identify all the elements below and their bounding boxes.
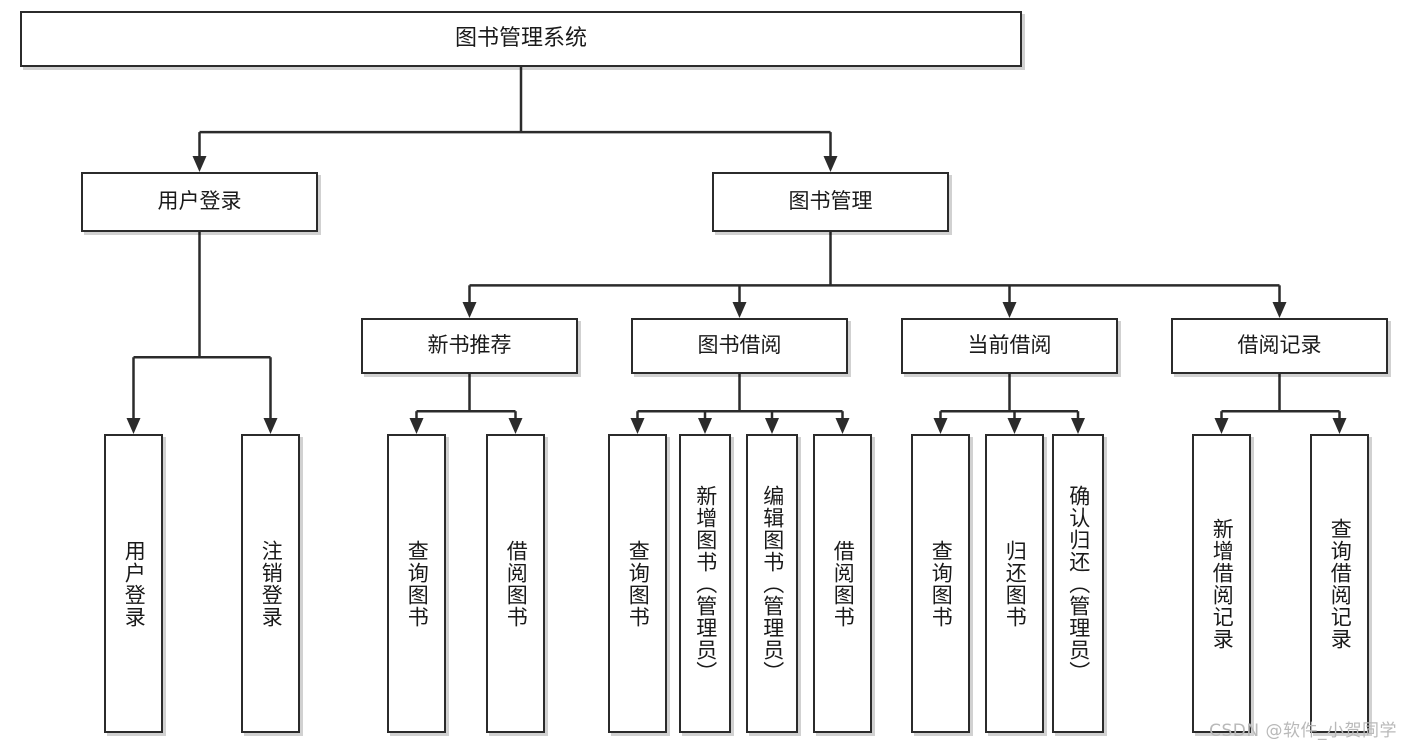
node-l3[interactable]: 查询图书: [387, 434, 446, 733]
arrow-head-icon: [1007, 418, 1022, 434]
node-label: 查询借阅记录: [1328, 517, 1353, 650]
node-label: 用户登录: [157, 189, 242, 214]
node-label: 归还图书: [1003, 539, 1028, 628]
arrow-head-icon: [835, 418, 850, 434]
arrow-head-icon: [263, 418, 278, 434]
arrow-head-icon: [508, 418, 523, 434]
node-l9[interactable]: 查询图书: [911, 434, 970, 733]
node-label: 图书管理: [788, 189, 873, 214]
arrow-head-icon: [409, 418, 424, 434]
node-l11[interactable]: 确认归还（管理员）: [1052, 434, 1104, 733]
node-label: 当前借阅: [967, 333, 1052, 358]
node-l13[interactable]: 查询借阅记录: [1310, 434, 1369, 733]
node-l12[interactable]: 新增借阅记录: [1192, 434, 1251, 733]
arrow-head-icon: [1214, 418, 1229, 434]
node-l5[interactable]: 查询图书: [608, 434, 667, 733]
node-label: 借阅图书: [504, 539, 529, 628]
node-l8[interactable]: 借阅图书: [813, 434, 872, 733]
node-label: 新增借阅记录: [1210, 517, 1235, 650]
node-l1[interactable]: 用户登录: [104, 434, 163, 733]
arrow-head-icon: [462, 302, 477, 318]
node-label: 借阅图书: [831, 539, 856, 628]
arrow-head-icon: [1071, 418, 1085, 434]
node-label: 查询图书: [929, 539, 954, 628]
arrow-head-icon: [933, 418, 948, 434]
arrow-head-icon: [192, 156, 207, 172]
node-l2[interactable]: 注销登录: [241, 434, 300, 733]
arrow-head-icon: [1332, 418, 1347, 434]
arrow-head-icon: [698, 418, 712, 434]
node-label: 借阅记录: [1237, 333, 1322, 358]
node-label: 新增图书（管理员）: [693, 484, 718, 683]
node-label: 图书借阅: [697, 333, 782, 358]
arrow-head-icon: [1272, 302, 1287, 318]
arrow-head-icon: [1002, 302, 1017, 318]
node-label: 查询图书: [405, 539, 430, 628]
arrow-head-icon: [126, 418, 141, 434]
node-label: 用户登录: [122, 539, 147, 628]
node-l7[interactable]: 编辑图书（管理员）: [746, 434, 798, 733]
node-label: 查询图书: [626, 539, 651, 628]
arrow-head-icon: [765, 418, 779, 434]
node-records[interactable]: 借阅记录: [1171, 318, 1388, 374]
arrow-head-icon: [630, 418, 645, 434]
node-label: 图书管理系统: [454, 25, 587, 51]
node-current[interactable]: 当前借阅: [901, 318, 1118, 374]
node-newbook[interactable]: 新书推荐: [361, 318, 578, 374]
arrow-head-icon: [823, 156, 838, 172]
node-label: 注销登录: [259, 539, 284, 628]
node-label: 确认归还（管理员）: [1066, 484, 1091, 683]
node-l10[interactable]: 归还图书: [985, 434, 1044, 733]
node-label: 新书推荐: [427, 333, 512, 358]
node-bookmgmt[interactable]: 图书管理: [712, 172, 949, 232]
node-login[interactable]: 用户登录: [81, 172, 318, 232]
node-label: 编辑图书（管理员）: [760, 484, 785, 683]
arrow-head-icon: [732, 302, 747, 318]
node-l4[interactable]: 借阅图书: [486, 434, 545, 733]
node-borrow[interactable]: 图书借阅: [631, 318, 848, 374]
node-root[interactable]: 图书管理系统: [20, 11, 1022, 67]
node-l6[interactable]: 新增图书（管理员）: [679, 434, 731, 733]
watermark: CSDN @软件_小贺同学: [1209, 721, 1397, 741]
